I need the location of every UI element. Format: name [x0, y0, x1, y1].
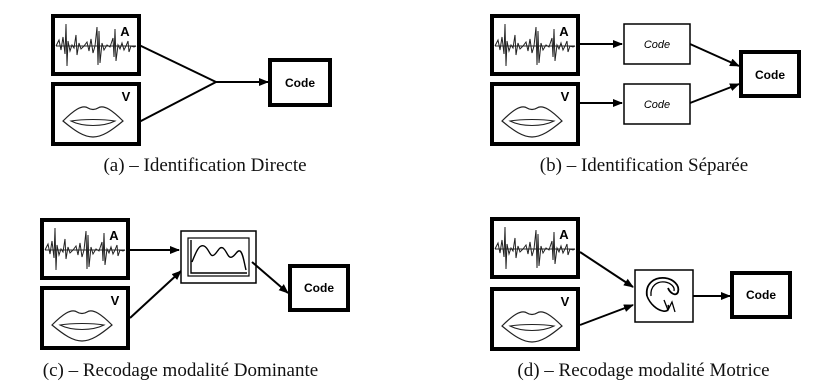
caption-d: (d) – Recodage modalité Motrice — [517, 360, 770, 381]
arrow-sub-audio-to-code-b — [689, 43, 740, 67]
caption-c: (c) – Recodage modalité Dominante — [42, 360, 319, 381]
audio-label-c: A — [109, 228, 119, 243]
merge-line-top — [138, 44, 217, 83]
visual-box-b: V — [490, 82, 580, 146]
panel-a: A V Code — [51, 14, 332, 146]
merge-line-bottom — [138, 81, 217, 123]
audio-box-a: A — [51, 14, 141, 76]
sub-code-label-audio: Code — [644, 39, 670, 51]
caption-b: (b) – Identification Séparée — [539, 155, 749, 176]
visual-label-b: V — [561, 89, 570, 104]
arrow-visual-to-recoder-d — [579, 304, 634, 326]
code-box-d: Code — [730, 271, 792, 319]
audio-box-d: A — [490, 217, 580, 279]
sub-code-box-visual-b: Code — [623, 83, 691, 125]
audio-label-b: A — [559, 24, 569, 39]
audio-box-b: A — [490, 14, 580, 76]
arrow-visual-to-recoder-c — [129, 270, 182, 319]
audio-label-a: A — [120, 24, 130, 39]
spectrum-graph-icon — [180, 230, 257, 284]
panel-c: A V Code — [40, 218, 350, 350]
visual-label-a: V — [122, 89, 131, 104]
visual-label-c: V — [111, 293, 120, 308]
panel-b: A V Code Code Code — [490, 14, 801, 146]
sub-code-box-audio-b: Code — [623, 23, 691, 65]
panel-d: A V Code — [490, 217, 792, 351]
code-label-d: Code — [746, 288, 776, 302]
caption-a: (a) – Identification Directe — [103, 155, 307, 176]
visual-box-d: V — [490, 287, 580, 351]
arrow-audio-to-recoder-d — [579, 251, 634, 288]
visual-box-c: V — [40, 286, 130, 350]
code-box-a: Code — [268, 58, 332, 107]
audio-box-c: A — [40, 218, 130, 280]
arrow-recoder-to-code-c — [251, 261, 289, 294]
code-label-c: Code — [304, 281, 334, 295]
sub-code-label-visual: Code — [644, 99, 670, 111]
audio-label-d: A — [559, 227, 569, 242]
visual-box-a: V — [51, 82, 141, 146]
code-box-c: Code — [288, 264, 350, 312]
code-box-b: Code — [739, 50, 801, 98]
vocal-tract-icon — [634, 269, 694, 323]
code-label-a: Code — [285, 76, 315, 90]
arrow-sub-visual-to-code-b — [689, 83, 740, 104]
visual-label-d: V — [561, 294, 570, 309]
code-label-b: Code — [755, 68, 785, 82]
